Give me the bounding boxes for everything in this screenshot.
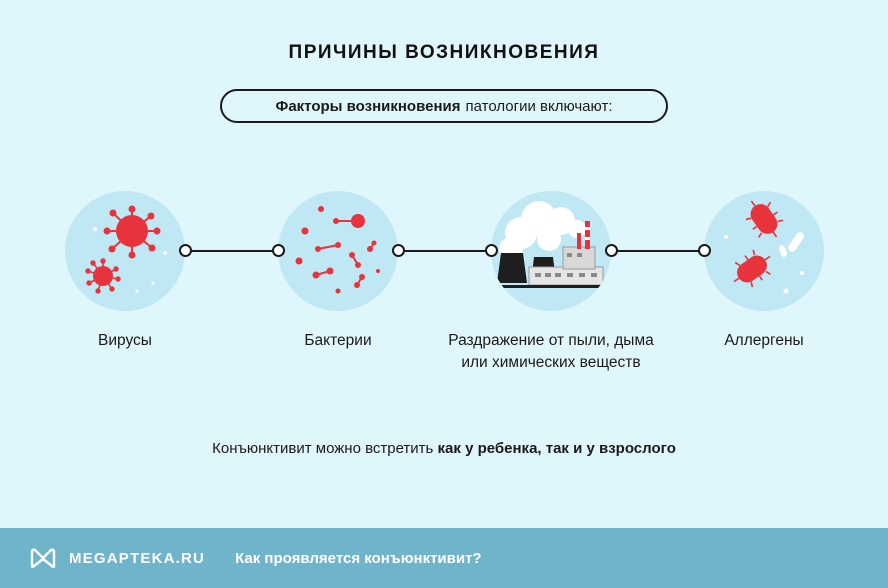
connector-node <box>272 244 285 257</box>
connector-node <box>698 244 711 257</box>
megapteka-logo-icon <box>30 548 56 569</box>
footer-link[interactable]: Как проявляется конъюнктивит? <box>235 549 482 567</box>
allergen-circle <box>704 191 824 311</box>
bottom-note-plain: Конъюнктивит можно встретить <box>212 440 434 457</box>
factor-label-bacteria: Бактерии <box>304 332 372 349</box>
connector-node <box>485 244 498 257</box>
factor-label-irritants: Раздражение от пыли, дыма или химических… <box>431 330 671 374</box>
virus-icon <box>85 205 167 294</box>
factor-label-viruses: Вирусы <box>98 332 152 349</box>
connector-line-3 <box>611 249 703 252</box>
factor-label-irritants-line2: или химических веществ <box>461 354 641 371</box>
factor-label-allergens: Аллергены <box>724 332 804 349</box>
connector-node <box>605 244 618 257</box>
virus-circle <box>65 191 185 311</box>
intro-rest: патологии включают: <box>465 97 613 115</box>
bottom-note: Конъюнктивит можно встретить как у ребен… <box>0 440 888 457</box>
connector-node <box>179 244 192 257</box>
factory-icon <box>491 201 611 288</box>
connector-line-1 <box>185 249 277 252</box>
allergen-icon <box>724 200 805 294</box>
intro-pill: Факторы возникновения патологии включают… <box>220 89 668 123</box>
bacteria-icon <box>295 206 380 294</box>
brand-name[interactable]: MEGAPTEKA.RU <box>69 549 206 567</box>
page-title: ПРИЧИНЫ ВОЗНИКНОВЕНИЯ <box>288 42 600 63</box>
connector-line-2 <box>398 249 490 252</box>
footer-bar: MEGAPTEKA.RU Как проявляется конъюнктиви… <box>0 528 888 588</box>
bacteria-circle <box>278 191 398 311</box>
factory-circle <box>491 191 611 311</box>
factor-label-irritants-line1: Раздражение от пыли, дыма <box>448 332 654 349</box>
connector-node <box>392 244 405 257</box>
bottom-note-bold: как у ребенка, так и у взрослого <box>437 440 676 457</box>
intro-bold: Факторы возникновения <box>275 97 461 115</box>
